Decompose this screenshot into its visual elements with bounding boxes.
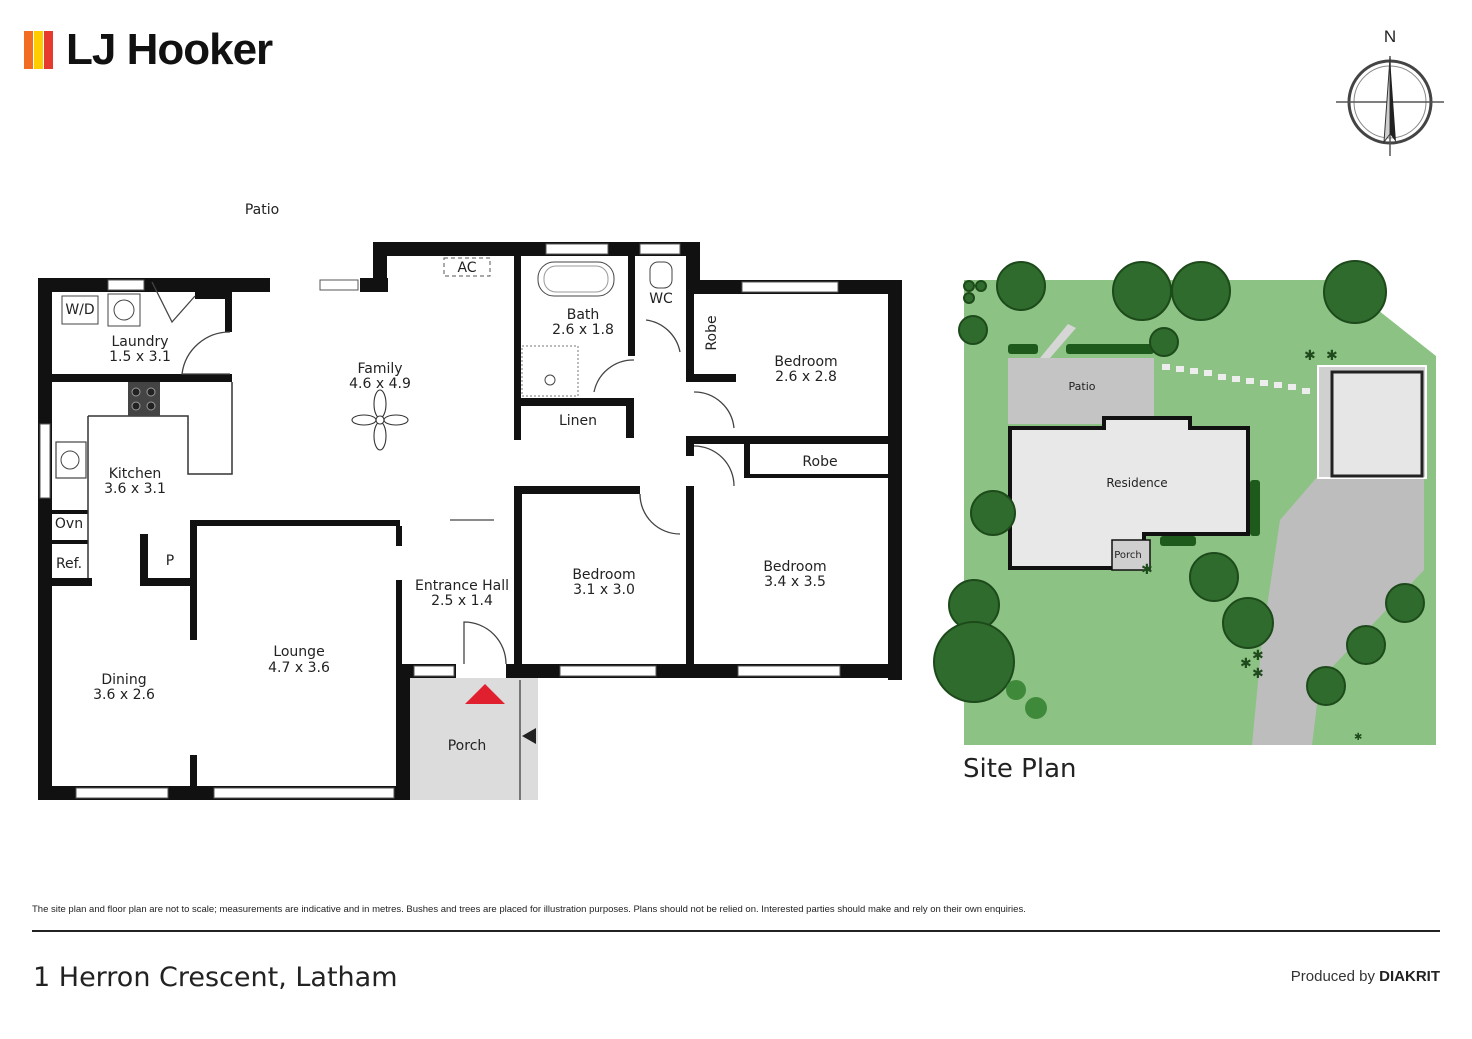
room-kitchen-name: Kitchen <box>109 466 162 482</box>
site-plan-title: Site Plan <box>963 754 1077 784</box>
driveway <box>1252 476 1424 745</box>
produced-by: Produced by DIAKRIT <box>1291 968 1440 985</box>
north-compass-icon: N <box>1336 27 1444 156</box>
svg-text:✱: ✱ <box>1252 648 1264 664</box>
robe-label: Robe <box>802 454 837 470</box>
room-bath-name: Bath <box>567 307 600 323</box>
room-kitchen-dims: 3.6 x 3.1 <box>104 481 166 497</box>
site-residence-label: Residence <box>1106 476 1167 490</box>
floor-plan: Patio Laundry 1.5 x 3.1 Family 4.6 x 4.9… <box>38 202 902 800</box>
fridge-label: Ref. <box>56 556 82 572</box>
site-residence <box>1008 416 1250 570</box>
room-family-name: Family <box>357 361 402 377</box>
room-bedroom-2-name: Bedroom <box>572 567 635 583</box>
produced-by-brand: DIAKRIT <box>1379 968 1440 985</box>
oven-label: Ovn <box>55 516 83 532</box>
room-bedroom-3-name: Bedroom <box>763 559 826 575</box>
room-lounge-dims: 4.7 x 3.6 <box>268 660 330 676</box>
site-porch-label: Porch <box>1114 550 1142 561</box>
svg-text:✱: ✱ <box>1304 348 1316 364</box>
brand-logo: LJ Hooker <box>24 22 273 78</box>
logo-stripe-yellow <box>34 31 43 69</box>
svg-text:✱: ✱ <box>1354 732 1362 743</box>
linen-label: Linen <box>559 413 597 429</box>
produced-by-prefix: Produced by <box>1290 968 1375 985</box>
patio-label: Patio <box>245 202 279 218</box>
room-bedroom-1-name: Bedroom <box>774 354 837 370</box>
room-laundry-dims: 1.5 x 3.1 <box>109 349 171 365</box>
room-family-dims: 4.6 x 4.9 <box>349 376 411 392</box>
room-entrance-hall-dims: 2.5 x 1.4 <box>431 593 493 609</box>
property-address: 1 Herron Crescent, Latham <box>33 962 398 993</box>
plans-drawing: Patio Laundry 1.5 x 3.1 Family 4.6 x 4.9… <box>38 202 1436 800</box>
room-laundry-name: Laundry <box>111 334 168 350</box>
svg-text:✱: ✱ <box>1141 562 1153 578</box>
room-bath-dims: 2.6 x 1.8 <box>552 322 614 338</box>
logo-stripe-red <box>44 31 53 69</box>
site-patio <box>1008 358 1154 424</box>
room-entrance-hall-name: Entrance Hall <box>415 578 509 594</box>
site-plan: ✱✱ ✱ ✱✱✱ ✱ Patio Residence Porch <box>933 260 1436 745</box>
trees <box>933 260 1425 706</box>
logo-stripe-orange <box>24 31 33 69</box>
compass-north-label: N <box>1384 27 1396 46</box>
svg-text:✱: ✱ <box>1252 666 1264 682</box>
site-patio-label: Patio <box>1069 380 1096 393</box>
svg-text:✱: ✱ <box>1240 656 1252 672</box>
ac-label: AC <box>457 260 476 276</box>
robe-vertical-label: Robe <box>704 315 720 350</box>
porch-label: Porch <box>448 738 487 754</box>
footer-divider <box>32 930 1440 932</box>
room-bedroom-2-dims: 3.1 x 3.0 <box>573 582 635 598</box>
room-bedroom-3-dims: 3.4 x 3.5 <box>764 574 826 590</box>
disclaimer-text: The site plan and floor plan are not to … <box>32 904 1026 915</box>
room-dining-dims: 3.6 x 2.6 <box>93 687 155 703</box>
room-lounge-name: Lounge <box>273 644 324 660</box>
room-dining-name: Dining <box>101 672 146 688</box>
wc-label: WC <box>649 291 673 307</box>
entry-marker-icon <box>465 684 505 704</box>
brand-name: LJ Hooker <box>66 25 273 74</box>
svg-text:✱: ✱ <box>1326 348 1338 364</box>
wd-label: W/D <box>65 302 94 318</box>
pantry-label: P <box>166 553 174 569</box>
room-bedroom-1-dims: 2.6 x 2.8 <box>775 369 837 385</box>
